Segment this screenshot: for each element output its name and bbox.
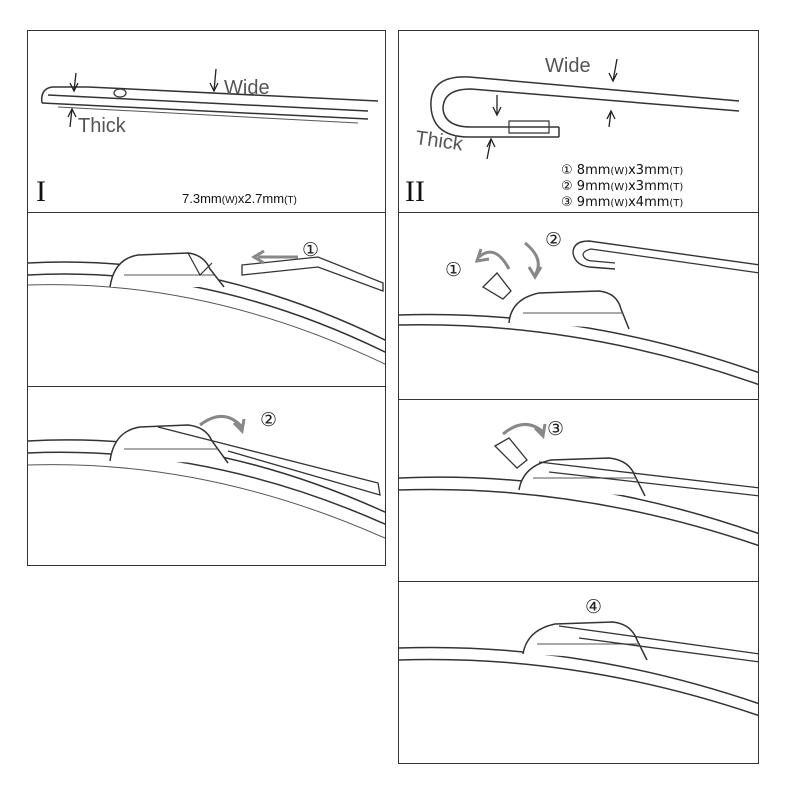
label-wide: Wide [545, 55, 591, 77]
hook-II-drawing [430, 58, 740, 160]
step-number-1: ① [445, 259, 463, 281]
spec-item: ② 9mm(W)x3mm(T) [561, 179, 684, 194]
panel-I-step-2: ② [27, 386, 386, 566]
panel-I-step-1: ① [27, 212, 386, 387]
blade-I-step2-drawing [28, 415, 385, 539]
label-wide: Wide [224, 77, 270, 99]
spec-item: ③ 9mm(W)x4mm(T) [561, 195, 684, 210]
panel-II-step-1-2: ① ② [398, 212, 759, 400]
panel-II-step-3: ③ [398, 399, 759, 582]
panel-II-hook-spec: Wide Thick II ① 8mm(W)x3mm(T) ② 9mm(W)x3… [398, 30, 759, 213]
panel-II-step-4: ④ [398, 581, 759, 764]
blade-II-step4-drawing [399, 621, 758, 717]
step-number-2: ② [260, 409, 278, 431]
blade-II-step12-drawing [399, 240, 758, 386]
step-number-2: ② [545, 229, 563, 251]
step-number-4: ④ [585, 596, 603, 618]
step-number-3: ③ [547, 418, 565, 440]
spec-item: ① 8mm(W)x3mm(T) [561, 163, 684, 178]
blade-II-step3-drawing [399, 423, 758, 547]
arm-I-drawing [40, 68, 379, 128]
section-numeral-II: II [405, 175, 425, 208]
spec-I: 7.3mm(W)x2.7mm(T) [182, 191, 297, 206]
panel-I-arm-spec: Wide Thick I 7.3mm(W)x2.7mm(T) [27, 30, 386, 213]
label-thick: Thick [78, 115, 126, 137]
step-number-1: ① [302, 239, 320, 261]
section-numeral-I: I [36, 175, 46, 208]
spec-list-II: ① 8mm(W)x3mm(T) ② 9mm(W)x3mm(T) ③ 9mm(W)… [561, 163, 683, 211]
blade-I-step1-drawing [28, 249, 385, 365]
